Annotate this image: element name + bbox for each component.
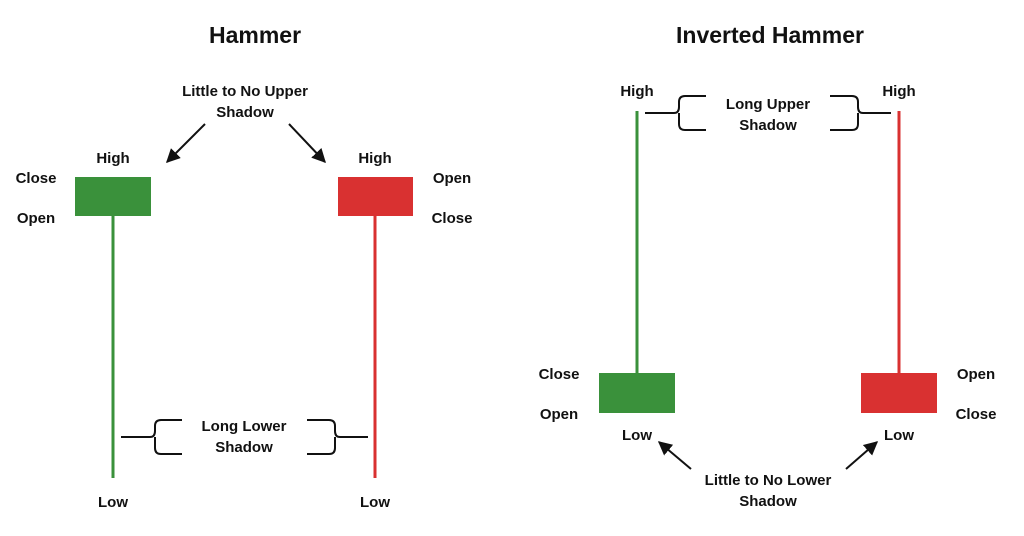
inverted-red-low-label: Low (884, 427, 914, 444)
hammer-red-low-label: Low (360, 494, 390, 511)
hammer-green-low-label: Low (98, 494, 128, 511)
inverted-green-high-label: High (620, 83, 653, 100)
inverted-lower-arrow-right (845, 441, 879, 470)
hammer-lower-right-brace (307, 419, 368, 455)
hammer-red-body (338, 177, 413, 216)
inverted-red-body (861, 373, 937, 413)
hammer-red-top-label: Open (433, 170, 471, 187)
inverted-hammer-title: Inverted Hammer (676, 22, 864, 48)
hammer-green-top-label: Close (16, 170, 57, 187)
hammer-lower-left-brace (121, 419, 182, 455)
inverted-upper-left-brace (645, 95, 706, 131)
inverted-green-low-label: Low (622, 427, 652, 444)
inverted-red-candle: High Open Close Low (861, 83, 996, 444)
inverted-lower-arrow-left (657, 441, 692, 470)
inverted-red-high-label: High (882, 83, 915, 100)
hammer-lower-note-line2: Shadow (215, 439, 273, 456)
hammer-red-bottom-label: Close (432, 210, 473, 227)
hammer-upper-note-line2: Shadow (216, 104, 274, 121)
inverted-lower-note-line1: Little to No Lower (705, 472, 832, 489)
hammer-lower-note-line1: Long Lower (202, 418, 287, 435)
inverted-red-bottom-label: Close (956, 406, 997, 423)
hammer-upper-arrow-right (288, 123, 326, 164)
inverted-upper-note-line1: Long Upper (726, 96, 810, 113)
inverted-upper-note-line2: Shadow (739, 117, 797, 134)
inverted-hammer-panel: Inverted Hammer High Close Open Low High… (539, 22, 997, 510)
hammer-green-body (75, 177, 151, 216)
inverted-green-candle: High Close Open Low (539, 83, 675, 444)
hammer-red-candle: High Open Close Low (338, 150, 472, 511)
inverted-green-bottom-label: Open (540, 406, 578, 423)
inverted-upper-right-brace (830, 95, 891, 131)
inverted-green-body (599, 373, 675, 413)
hammer-upper-arrow-left (166, 123, 206, 163)
hammer-green-candle: High Close Open Low (16, 150, 151, 511)
hammer-red-high-label: High (358, 150, 391, 167)
hammer-green-high-label: High (96, 150, 129, 167)
inverted-green-top-label: Close (539, 366, 580, 383)
hammer-title: Hammer (209, 22, 301, 48)
inverted-lower-note-line2: Shadow (739, 493, 797, 510)
hammer-green-bottom-label: Open (17, 210, 55, 227)
inverted-red-top-label: Open (957, 366, 995, 383)
hammer-upper-note-line1: Little to No Upper (182, 83, 308, 100)
hammer-panel: Hammer Little to No Upper Shadow High Cl… (16, 22, 473, 511)
